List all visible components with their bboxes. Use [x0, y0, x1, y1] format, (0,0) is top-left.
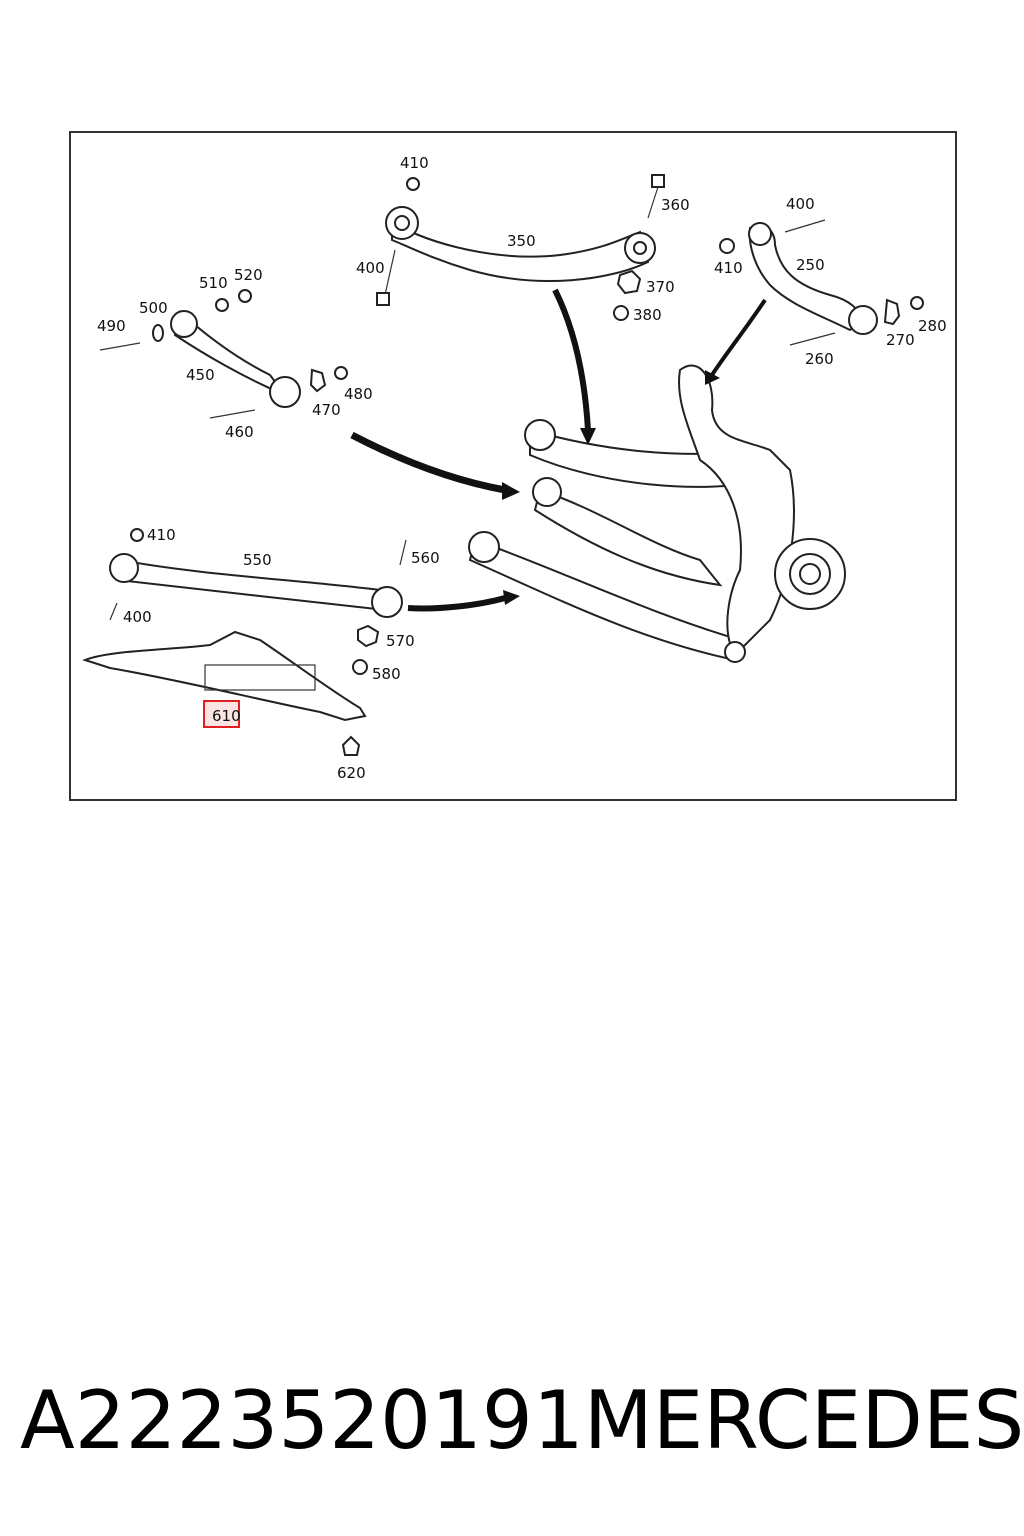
bolt-260 [789, 332, 836, 346]
nut-410-right [719, 238, 735, 254]
callout-270: 270 [886, 331, 915, 349]
callout-410-top: 410 [400, 154, 429, 172]
highlight-box-610[interactable] [203, 700, 240, 728]
brand-name: MERCEDES [583, 1373, 1024, 1467]
callout-460: 460 [225, 423, 254, 441]
footer-caption: A2223520191 MERCEDES [20, 1373, 1024, 1467]
nut-280 [910, 296, 924, 310]
pointer-arrows [350, 288, 767, 612]
nut-510 [215, 298, 229, 312]
callout-480: 480 [344, 385, 373, 403]
washer-470 [309, 368, 327, 393]
nut-380 [613, 305, 629, 321]
washer-270 [883, 298, 901, 326]
nut-410-left [130, 528, 144, 542]
washer-500 [152, 324, 164, 342]
callout-410-right: 410 [714, 259, 743, 277]
callout-410-left: 410 [147, 526, 176, 544]
bolt-400-vertical [376, 249, 396, 306]
washer-410-top [406, 177, 420, 191]
callout-550: 550 [243, 551, 272, 569]
callout-570: 570 [386, 632, 415, 650]
callout-510: 510 [199, 274, 228, 292]
callout-610: 610 [212, 707, 241, 725]
bolt-560 [399, 539, 407, 566]
callout-280: 280 [918, 317, 947, 335]
knuckle-assembly [468, 364, 846, 663]
nut-520 [238, 289, 252, 303]
callout-520: 520 [234, 266, 263, 284]
callout-250: 250 [796, 256, 825, 274]
callout-360: 360 [661, 196, 690, 214]
arm-250 [748, 222, 878, 335]
bolt-400-left [109, 602, 118, 621]
callout-370: 370 [646, 278, 675, 296]
arm-450 [170, 310, 301, 408]
callout-400-mid: 400 [356, 259, 385, 277]
callout-580: 580 [372, 665, 401, 683]
callout-260: 260 [805, 350, 834, 368]
nut-580 [352, 659, 368, 675]
callout-380: 380 [633, 306, 662, 324]
callout-500: 500 [139, 299, 168, 317]
nut-480 [334, 366, 348, 380]
bolt-360 [647, 174, 665, 219]
bolt-460 [209, 409, 256, 419]
upper-arm-350 [385, 206, 656, 282]
callout-400-right: 400 [786, 195, 815, 213]
bolt-400-right [784, 219, 826, 233]
washer-570 [357, 624, 380, 648]
callout-450: 450 [186, 366, 215, 384]
callout-400-left: 400 [123, 608, 152, 626]
callout-560: 560 [411, 549, 440, 567]
callout-490: 490 [97, 317, 126, 335]
callout-350: 350 [507, 232, 536, 250]
bolt-490 [99, 342, 141, 351]
washer-370 [616, 269, 642, 295]
callout-620: 620 [337, 764, 366, 782]
cover-610 [82, 630, 367, 722]
part-number: A2223520191 [20, 1373, 584, 1467]
callout-470: 470 [312, 401, 341, 419]
arm-550 [109, 553, 403, 618]
clip-620 [341, 735, 361, 756]
